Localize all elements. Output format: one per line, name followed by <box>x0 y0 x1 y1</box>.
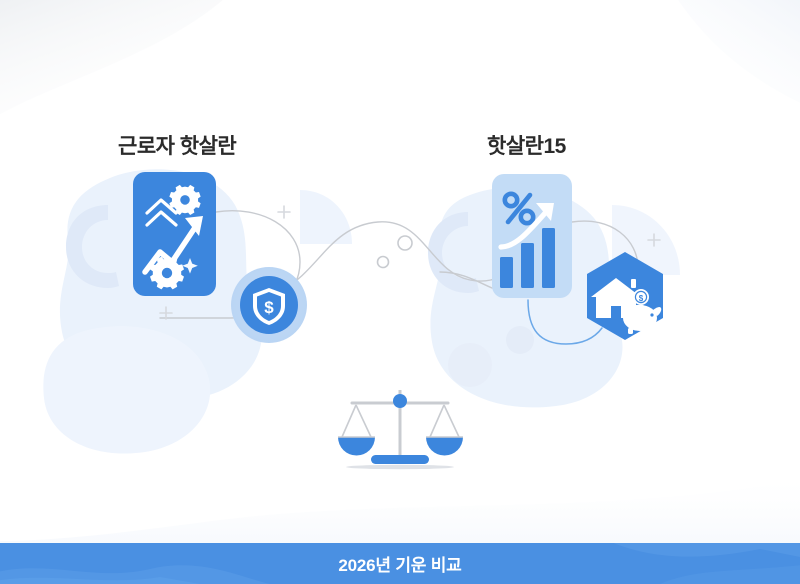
piggy-bank-icon <box>623 305 662 334</box>
right-faint-circle-2 <box>506 326 534 354</box>
dollar-symbol: $ <box>264 298 274 317</box>
right-card-entry-line <box>439 271 493 289</box>
top-right-wash <box>678 0 800 103</box>
chevron-up-icon <box>145 198 178 227</box>
coin-icon: $ <box>633 289 649 305</box>
percent-icon <box>502 191 536 226</box>
top-left-wash <box>0 0 223 115</box>
sparkle-plus-group <box>159 205 661 320</box>
banner-wave-decoration <box>0 543 800 584</box>
worker-growth-card <box>133 172 216 296</box>
scale-pan-left <box>338 437 375 456</box>
bottom-banner: 2026년 기운 비교 <box>0 543 800 584</box>
right-faint-circle <box>448 343 492 387</box>
growth-arrow-icon <box>142 223 199 275</box>
connector-ring-large <box>397 235 413 251</box>
banner-title: 2026년 기운 비교 <box>338 556 462 575</box>
balance-scale-icon <box>338 390 463 470</box>
svg-text:$: $ <box>639 294 644 303</box>
right-blue-link-curve <box>527 299 603 345</box>
mid-left-arc <box>300 190 352 244</box>
connector-ring-small <box>376 255 390 269</box>
percent-chart-card <box>492 174 572 298</box>
shield-inner-outline <box>257 292 281 321</box>
gear-icon <box>169 184 201 216</box>
growth-arrow-head <box>185 216 203 236</box>
house-savings-hexagon: $ <box>587 252 663 340</box>
growth-arrow-icon <box>498 209 549 250</box>
left-group-title: 근로자 핫살란 <box>118 135 237 158</box>
sparkle-icon <box>277 205 291 219</box>
bar-chart-icon <box>500 228 555 288</box>
right-blob-swoosh <box>428 212 479 293</box>
left-blob-swoosh <box>66 205 119 288</box>
lower-left-blob <box>43 326 211 454</box>
scale-pan-right <box>426 437 463 456</box>
sparkle-icon <box>182 258 198 274</box>
sparkle-icon <box>159 306 173 320</box>
shield-dollar-badge: $ <box>231 267 307 343</box>
house-icon <box>591 278 641 318</box>
right-group-title: 핫살란15 <box>487 135 566 158</box>
growth-arrow-head <box>536 203 554 221</box>
sparkle-icon <box>647 233 661 247</box>
gear-icon <box>150 256 184 290</box>
